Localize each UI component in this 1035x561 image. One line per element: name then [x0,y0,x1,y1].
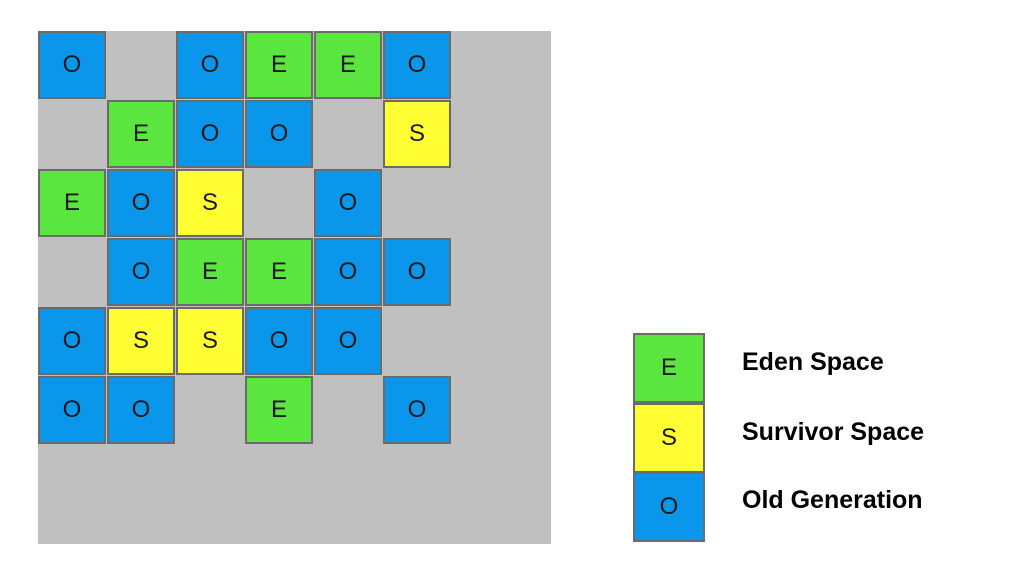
region-cell-survivor: S [176,169,244,237]
region-cell-old: O [38,31,106,99]
region-cell-old: O [176,31,244,99]
region-cell-old: O [314,307,382,375]
region-cell-eden: E [107,100,175,168]
legend-swatch-letter: E [660,354,677,381]
legend-swatch-eden: E [633,333,705,403]
region-cell-old: O [245,100,313,168]
legend-swatch-old: O [633,472,705,542]
region-cell-old: O [107,376,175,444]
region-cell-old: O [176,100,244,168]
region-cell-old: O [38,376,106,444]
legend-label-eden: Eden Space [742,348,884,376]
region-cell-old: O [245,307,313,375]
region-cell-old: O [107,238,175,306]
region-cell-old: O [383,376,451,444]
region-cell-eden: E [245,31,313,99]
region-cell-survivor: S [176,307,244,375]
region-cell-old: O [107,169,175,237]
legend-label-survivor: Survivor Space [742,418,925,446]
region-cell-survivor: S [383,100,451,168]
region-cell-eden: E [245,376,313,444]
region-cell-old: O [38,307,106,375]
legend-swatch-survivor: S [633,402,705,473]
region-cell-survivor: S [107,307,175,375]
legend-swatch-letter: O [659,493,679,520]
region-cell-eden: E [176,238,244,306]
region-cell-eden: E [314,31,382,99]
legend: E S O [633,333,705,542]
region-cell-eden: E [38,169,106,237]
legend-label-old: Old Generation [742,486,923,514]
legend-swatch-letter: S [660,423,677,451]
region-cell-old: O [314,169,382,237]
region-cell-old: O [383,238,451,306]
region-cell-old: O [383,31,451,99]
region-cell-eden: E [245,238,313,306]
region-cell-old: O [314,238,382,306]
